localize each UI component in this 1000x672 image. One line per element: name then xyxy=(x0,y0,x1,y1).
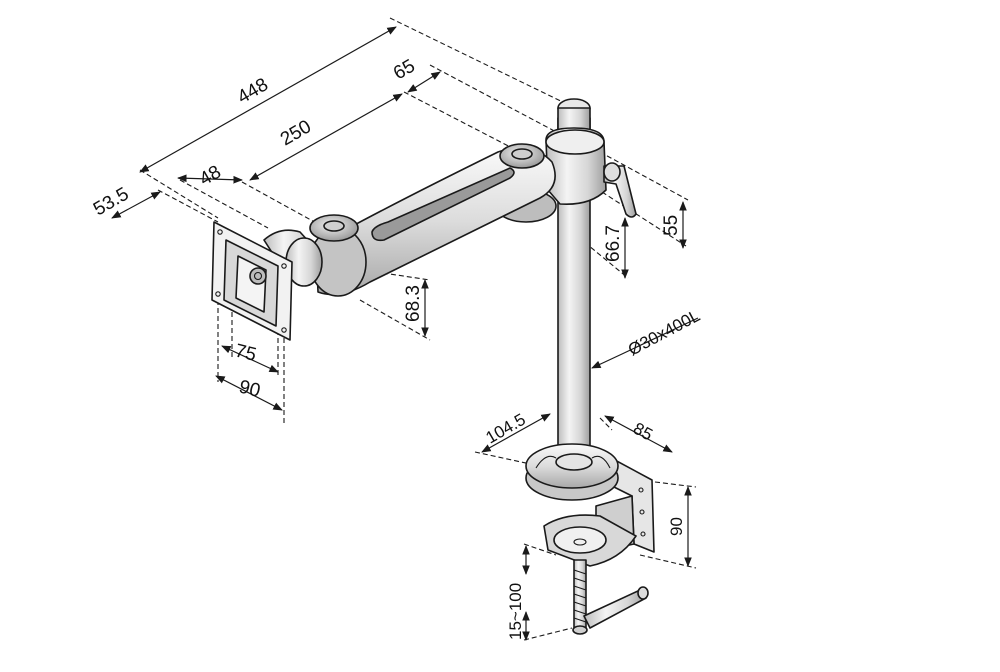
dim-vesa-outer: 90 xyxy=(237,376,263,401)
pole-spec-label: Ø30x400L xyxy=(625,306,703,360)
dim-total-length: 448 xyxy=(234,74,272,108)
dim-arm-length: 250 xyxy=(277,116,315,150)
dim-collar-to-arm: 66.7 xyxy=(603,225,624,262)
dim-vesa-inner: 75 xyxy=(233,340,259,365)
arm-segment xyxy=(315,143,557,296)
dim-offset-65: 65 xyxy=(390,56,419,85)
dim-offset-48: 48 xyxy=(196,162,225,191)
pole-collar xyxy=(545,127,637,218)
dim-arm-drop: 68.3 xyxy=(403,285,424,322)
tilt-joint xyxy=(263,214,367,297)
dim-clamp-range: 15~100 xyxy=(506,583,525,640)
dim-clamp-height: 90 xyxy=(667,517,686,536)
dim-offset-53-5: 53.5 xyxy=(90,184,133,221)
vesa-plate xyxy=(211,221,293,341)
dim-base-diameter: 104.5 xyxy=(483,410,529,448)
desk-clamp xyxy=(525,443,655,635)
dim-collar-height: 55 xyxy=(661,215,682,236)
dimension-lines xyxy=(111,26,699,641)
